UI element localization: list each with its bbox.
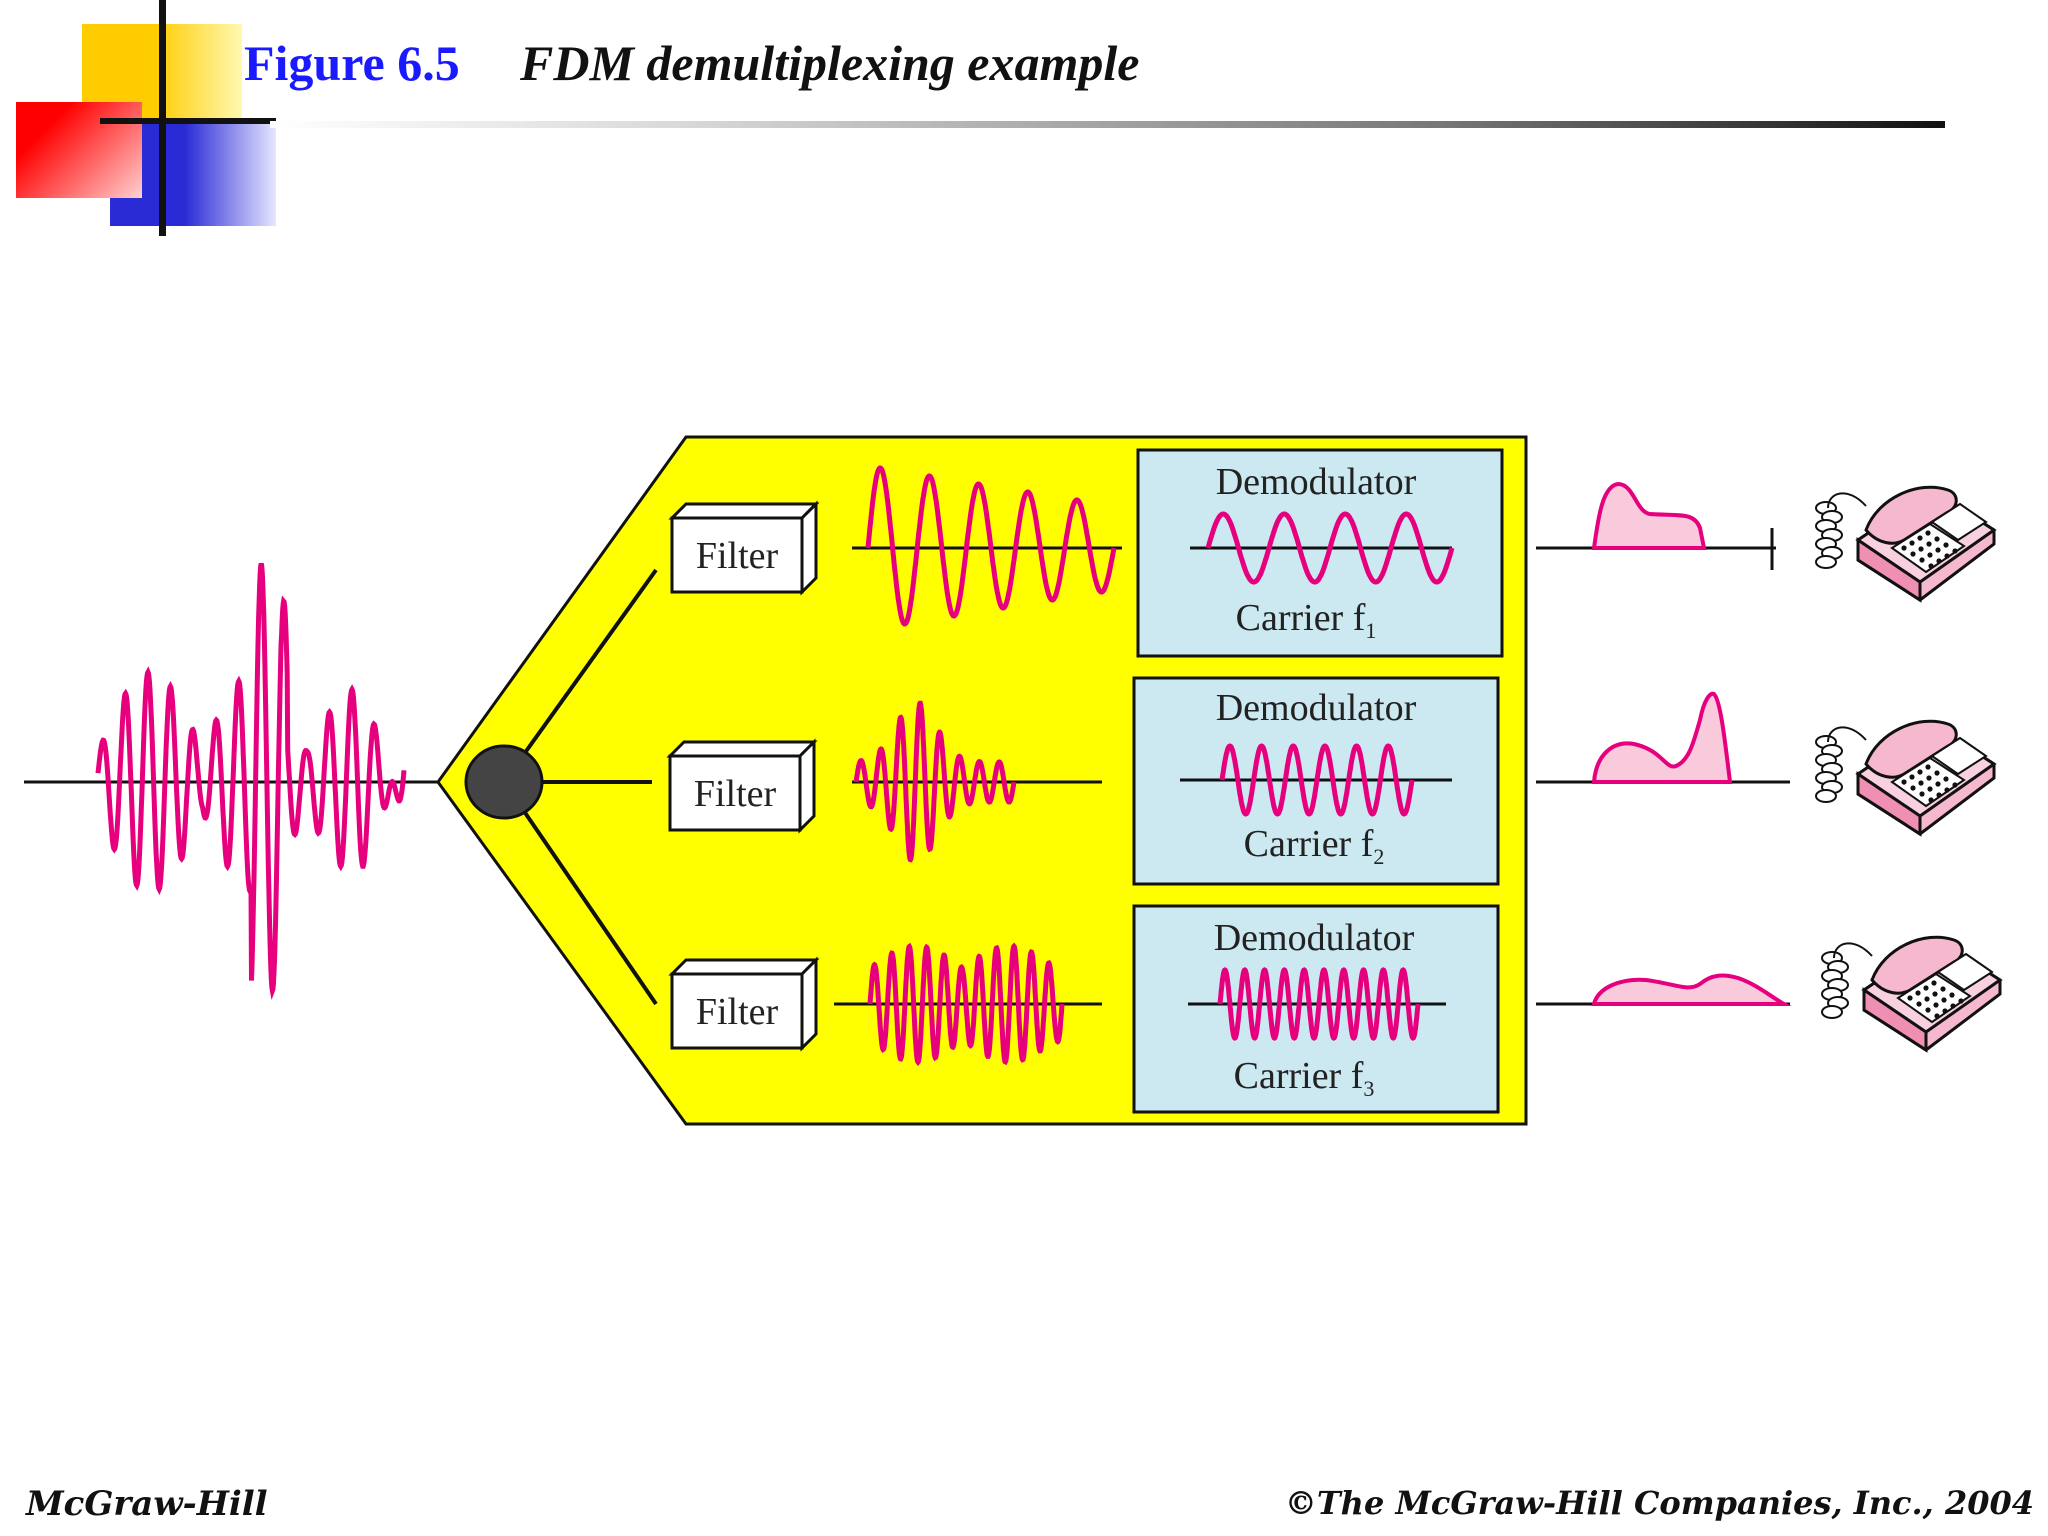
filtered-signal-2-icon xyxy=(853,700,1017,863)
filter-box-1: Filter xyxy=(668,500,820,596)
svg-text:Carrier f3: Carrier f3 xyxy=(1234,1055,1375,1101)
carrier-sub-2: 2 xyxy=(1373,844,1384,869)
telephone-icon xyxy=(1815,719,1997,837)
filter-box-2: Filter xyxy=(666,738,818,834)
filter-label-2: Filter xyxy=(694,773,777,815)
carrier-label-1: Carrier f xyxy=(1236,597,1366,639)
demodulator-box-1: Demodulator Carrier f1 xyxy=(1136,448,1504,658)
footer-copyright: ©The McGraw-Hill Companies, Inc., 2004 xyxy=(1284,1484,2034,1522)
filter-box-3: Filter xyxy=(668,956,820,1052)
demodulator-box-2: Demodulator Carrier f2 xyxy=(1132,676,1500,886)
filtered-signal-1-icon xyxy=(865,465,1117,627)
svg-text:Carrier f2: Carrier f2 xyxy=(1244,823,1385,869)
demod-title-1: Demodulator xyxy=(1216,461,1417,503)
carrier-label-2: Carrier f xyxy=(1244,823,1374,865)
carrier-wave-2-icon xyxy=(1219,743,1415,817)
demod-title-3: Demodulator xyxy=(1214,917,1415,959)
filter-label-1: Filter xyxy=(696,535,779,577)
branch-line-3 xyxy=(502,780,658,1006)
carrier-sub-1: 1 xyxy=(1365,618,1376,643)
telephone-icon xyxy=(1815,485,1997,603)
svg-text:Carrier f1: Carrier f1 xyxy=(1236,597,1377,643)
carrier-label-3: Carrier f xyxy=(1234,1055,1364,1097)
filter-label-3: Filter xyxy=(696,991,779,1033)
telephone-icon xyxy=(1821,935,2003,1053)
carrier-sub-3: 3 xyxy=(1363,1076,1374,1101)
decor-horizontal-bar xyxy=(100,118,276,124)
title-rule xyxy=(270,121,1945,128)
recovered-signal-1-icon xyxy=(1591,481,1707,550)
figure-label: Figure 6.5 xyxy=(244,35,460,91)
recovered-signal-2-icon xyxy=(1591,691,1733,784)
carrier-wave-1-icon xyxy=(1205,511,1455,585)
footer-publisher: McGraw-Hill xyxy=(26,1484,268,1524)
filtered-signal-3-icon xyxy=(867,942,1065,1067)
recovered-signal-3-icon xyxy=(1591,973,1792,1006)
demodulator-box-3: Demodulator Carrier f3 xyxy=(1132,904,1500,1114)
composite-signal-icon xyxy=(95,562,407,1000)
demod-title-2: Demodulator xyxy=(1216,687,1417,729)
branch-line-1 xyxy=(502,568,658,784)
figure-title: FDM demultiplexing example xyxy=(520,35,1140,91)
carrier-wave-3-icon xyxy=(1217,967,1421,1041)
splitter-node-icon xyxy=(464,744,544,820)
